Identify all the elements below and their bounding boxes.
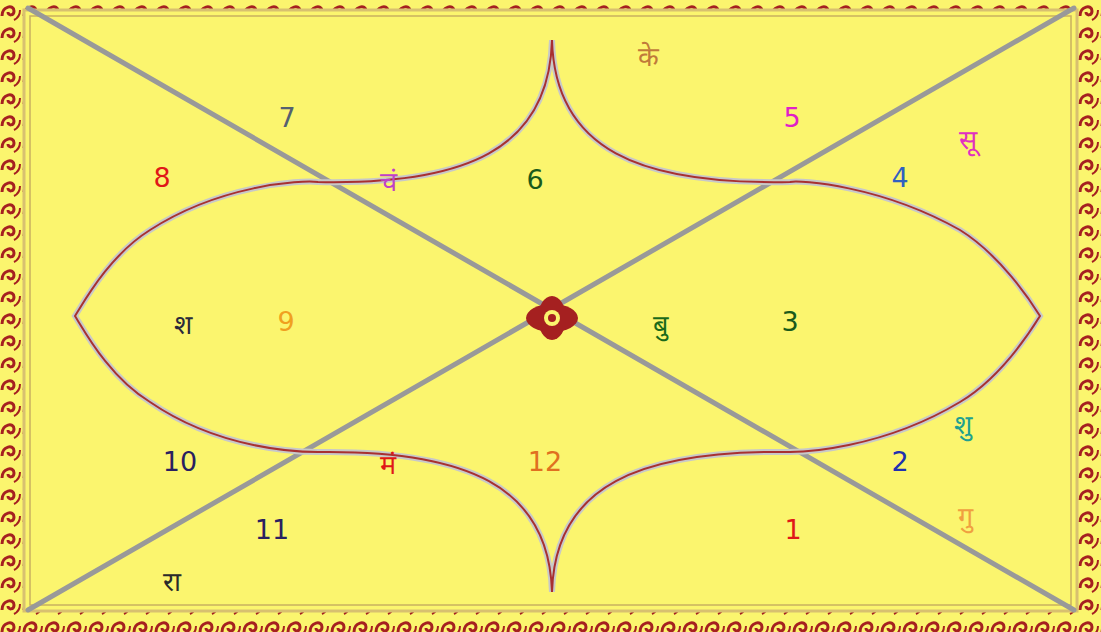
planet-name: मं xyxy=(380,450,396,480)
house-number: 12 xyxy=(528,447,562,477)
center-flower xyxy=(526,296,578,340)
planet-name: गु xyxy=(958,502,973,532)
house-number: 3 xyxy=(781,307,798,337)
house-number: 7 xyxy=(278,103,295,133)
house-number: 5 xyxy=(783,103,800,133)
planet-name: सू xyxy=(959,125,977,155)
diagonal-lines xyxy=(28,8,1074,610)
planet-name: के xyxy=(638,42,659,72)
planet-name: चं xyxy=(380,167,397,197)
house-number: 8 xyxy=(153,163,170,193)
house-number: 6 xyxy=(526,165,543,195)
lotus-diamond xyxy=(75,40,1040,592)
planet-name: रा xyxy=(163,567,181,597)
house-number: 2 xyxy=(891,447,908,477)
house-number: 9 xyxy=(277,307,294,337)
house-number: 10 xyxy=(163,447,197,477)
house-number: 11 xyxy=(255,515,289,545)
planet-name: श xyxy=(174,310,192,340)
house-number: 1 xyxy=(784,515,801,545)
planet-name: बु xyxy=(653,310,668,340)
house-number: 4 xyxy=(891,163,908,193)
planet-name: शु xyxy=(954,410,972,440)
